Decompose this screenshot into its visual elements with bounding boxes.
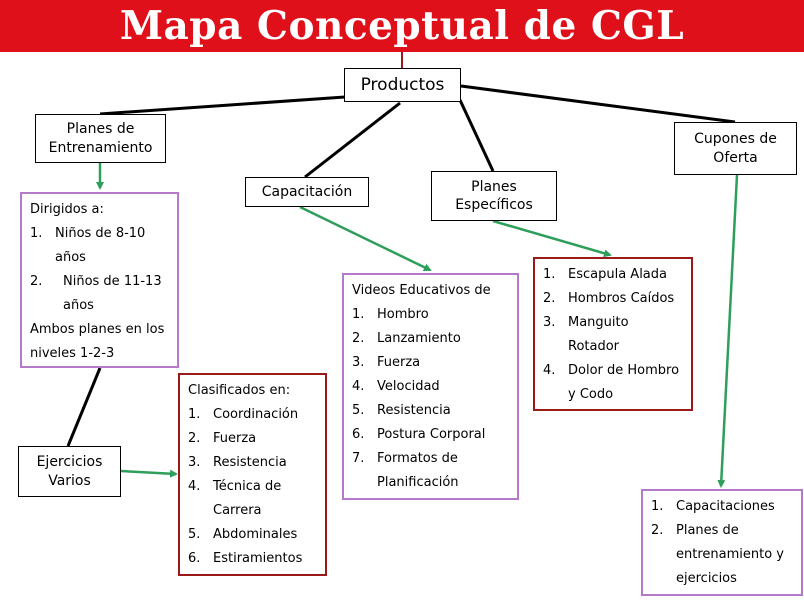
list-item: 7.Formatos de [352,451,458,466]
clasificados-box: Clasificados en: 1.Coordinación 2.Fuerza… [178,373,327,576]
ejercicios-varios-node: Ejercicios Varios [18,446,121,497]
root-to-capacitacion-line [304,101,401,179]
list-item-continuation: años [63,298,94,313]
videos-heading: Videos Educativos de [352,283,491,298]
list-item: 6.Postura Corporal [352,427,486,442]
list-item: 3.Manguito [543,315,629,330]
root-node: Productos [344,68,461,102]
list-item: 5.Abdominales [188,527,298,542]
root-label: Productos [360,74,445,95]
list-item: 4.Dolor de Hombro [543,363,680,378]
list-item-continuation: Rotador [568,339,620,354]
list-item: 6.Estiramientos [188,551,303,566]
dirigidos-box: Dirigidos a: 1.Niños de 8-10 años 2.Niño… [20,192,179,368]
dirigidos-heading: Dirigidos a: [30,202,104,217]
cupones-arrow [717,174,739,488]
list-item: 1.Escapula Alada [543,267,667,282]
ejercicios-line1: Ejercicios [36,454,103,471]
especificos-line1: Planes [471,178,517,195]
list-item: 4.Velocidad [352,379,440,394]
ejercicios-arrow [120,469,178,478]
list-item-continuation: años [55,250,86,265]
list-item: 5.Resistencia [352,403,451,418]
list-item: 2.Fuerza [188,431,257,446]
cupones-line1: Cupones de [694,131,777,148]
capacitacion-node: Capacitación [245,177,369,207]
list-item-continuation: y Codo [568,387,614,402]
ejercicios-line2: Varios [48,472,91,489]
capacitacion-label: Capacitación [261,183,353,200]
list-item-continuation: entrenamiento y [676,547,784,562]
cupones-line2: Oferta [713,149,758,166]
list-item: 1.Coordinación [188,407,299,422]
planes-especificos-node: Planes Específicos [431,171,557,221]
list-item: 2.Lanzamiento [352,331,461,346]
root-to-especificos-line [458,99,495,172]
list-item: 2.Hombros Caídos [543,291,675,306]
clasificados-heading: Clasificados en: [188,383,291,398]
page-title: Mapa Conceptual de CGL [119,3,685,49]
planes-line2: Entrenamiento [48,139,153,156]
root-to-planes-line [99,95,346,116]
list-item: 3.Fuerza [352,355,421,370]
capacitacion-arrow [299,205,432,272]
especificos-line2: Específicos [455,197,533,213]
list-item: 1.Niños de 8-10 [30,226,146,241]
list-item-continuation: Carrera [213,503,262,518]
especificos-list-box: 1.Escapula Alada 2.Hombros Caídos 3.Mang… [533,257,693,411]
list-item: 2.Niños de 11-13 [30,274,162,289]
list-item: 1.Hombro [352,307,429,322]
list-item-continuation: Planificación [377,475,459,490]
especificos-arrow [492,219,612,258]
cupones-oferta-node: Cupones de Oferta [674,122,797,175]
list-item: 4.Técnica de [188,479,282,494]
list-item: 1.Capacitaciones [651,499,775,514]
dirigidos-to-ejercicios-line [66,367,102,447]
list-item: 2.Planes de [651,523,739,538]
list-item: 3.Resistencia [188,455,287,470]
planes-entrenamiento-node: Planes de Entrenamiento [35,114,166,163]
root-to-cupones-line [460,84,736,124]
title-banner: Mapa Conceptual de CGL [0,0,804,52]
dirigidos-footer: niveles 1-2-3 [30,346,115,361]
videos-box: Videos Educativos de 1.Hombro 2.Lanzamie… [342,273,519,500]
cupones-list-box: 1.Capacitaciones 2.Planes de entrenamien… [641,489,803,596]
list-item-continuation: ejercicios [676,571,737,586]
dirigidos-footer: Ambos planes en los [30,322,165,337]
planes-line1: Planes de [66,121,135,138]
